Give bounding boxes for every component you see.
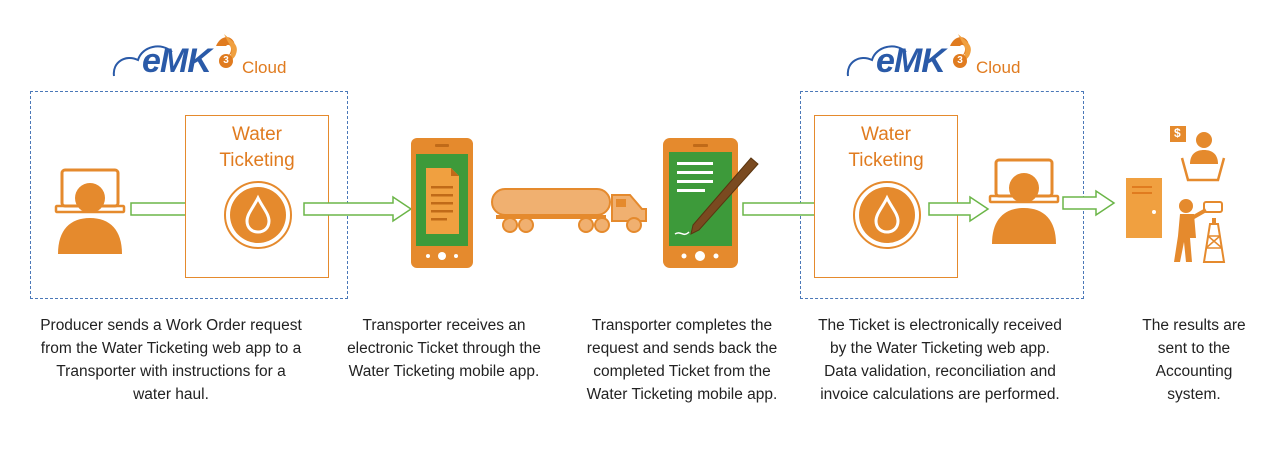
- cloud-boundary-right: [800, 91, 1084, 299]
- cloud-icon: [112, 34, 237, 77]
- accountant-person-icon: [1170, 126, 1226, 182]
- logo-suffix: Cloud: [976, 58, 1021, 77]
- logo-superscript: 3: [219, 54, 233, 68]
- flow-arrow: [928, 195, 990, 223]
- logo-suffix: Cloud: [242, 58, 287, 77]
- caption-step-5: The results are sent to the Accounting s…: [1142, 317, 1246, 403]
- mobile-sign-icon: [663, 138, 759, 268]
- caption-step-2: Transporter receives an electronic Ticke…: [347, 317, 541, 380]
- water-drop-icon: [853, 181, 921, 249]
- cloud-icon: [846, 34, 971, 77]
- emk-cloud-logo-right: eMK 3 Cloud: [846, 32, 1036, 82]
- logo-brand: eMK: [142, 42, 212, 80]
- caption-step-1: Producer sends a Work Order request from…: [40, 317, 302, 403]
- tanker-truck-icon: [491, 188, 647, 233]
- field-worker-rig-icon: [1174, 199, 1226, 263]
- water-drop-icon: [224, 181, 292, 249]
- money-icon: $: [1174, 126, 1181, 140]
- flow-arrow: [303, 195, 413, 223]
- mobile-ticket-icon: [411, 138, 473, 268]
- producer-computer-icon: [54, 168, 126, 254]
- logo-brand: eMK: [876, 42, 946, 80]
- flow-arrow: [1062, 189, 1116, 217]
- cloud-boundary-left: [30, 91, 348, 299]
- water-ticketing-box-left: Water Ticketing: [185, 115, 329, 278]
- accounting-server-icon: [1126, 178, 1162, 238]
- caption-step-4: The Ticket is electronically received by…: [818, 317, 1062, 403]
- water-ticketing-box-right: Water Ticketing: [814, 115, 958, 278]
- emk-cloud-logo-left: eMK 3 Cloud: [112, 32, 302, 82]
- logo-superscript: 3: [953, 54, 967, 68]
- accountant-group: $: [1168, 124, 1228, 184]
- water-ticketing-title: Water Ticketing: [219, 124, 295, 171]
- water-ticketing-title: Water Ticketing: [848, 124, 924, 171]
- operator-computer-icon: [988, 158, 1060, 244]
- caption-step-3: Transporter completes the request and se…: [586, 317, 778, 403]
